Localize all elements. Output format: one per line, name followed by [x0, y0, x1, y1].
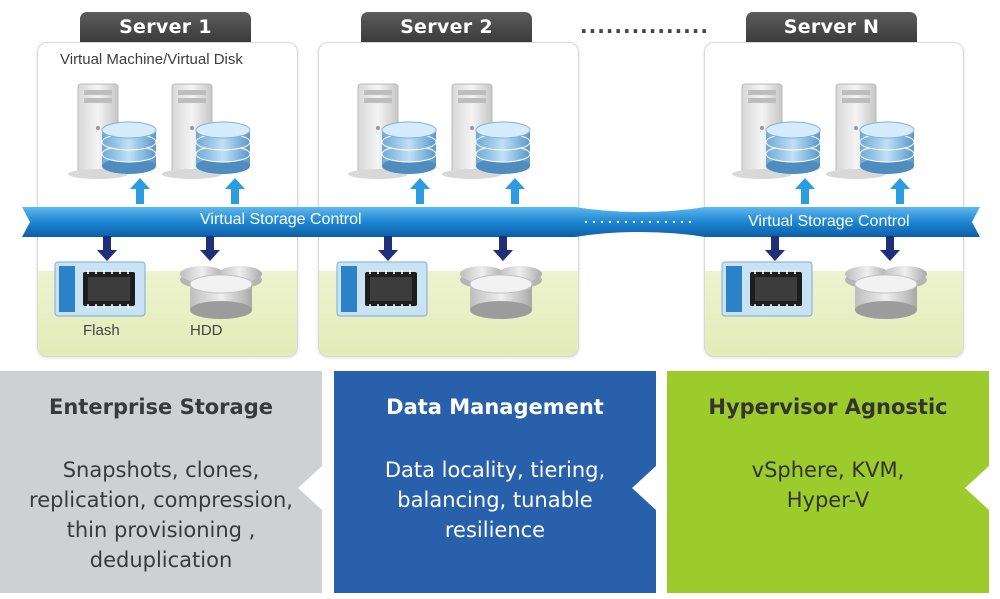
vm-disk-icon: [825, 83, 915, 180]
panel-body: vSphere, KVM, Hyper-V: [751, 458, 905, 512]
panel-body: Snapshots, clones, replication, compress…: [29, 458, 293, 572]
storage-control-label-2: Virtual Storage Control: [748, 213, 910, 230]
arrow-up-icon: [890, 178, 910, 204]
flash-label: Flash: [83, 322, 120, 339]
arrow-up-icon: [225, 178, 245, 204]
arrow-up-icon: [795, 178, 815, 204]
hdd-icon: [179, 265, 263, 320]
server-1-tab: Server 1: [80, 12, 251, 42]
panel-hypervisor-agnostic: Hypervisor Agnostic vSphere, KVM, Hyper-…: [667, 371, 989, 593]
notch-arrow-icon: [632, 466, 656, 510]
vm-disk-icon: [731, 83, 821, 180]
storage-diagram: [22, 83, 980, 320]
server-n-tab: Server N: [746, 12, 917, 42]
arrow-up-icon: [410, 178, 430, 204]
vm-disk-icon: [441, 83, 531, 180]
arrow-down-icon: [493, 236, 513, 261]
panel-title: Hypervisor Agnostic: [708, 395, 948, 419]
panel-data-management: Data Management Data locality, tiering, …: [334, 371, 656, 593]
arrow-down-icon: [765, 236, 785, 261]
hdd-icon: [844, 265, 928, 320]
flash-card-icon: [54, 261, 146, 317]
arrow-down-icon: [97, 236, 117, 261]
panel-title: Enterprise Storage: [49, 395, 273, 419]
arrow-up-icon: [130, 178, 150, 204]
notch-arrow-icon: [298, 466, 322, 510]
server-2-tab: Server 2: [361, 12, 532, 42]
vm-disk-icon: [161, 83, 251, 180]
notch-arrow-icon: [965, 466, 989, 510]
storage-control-label-1: Virtual Storage Control: [200, 211, 362, 228]
servers-ellipsis: ...............: [580, 14, 709, 38]
panel-enterprise-storage: Enterprise Storage Snapshots, clones, re…: [0, 371, 322, 593]
flash-card-icon: [336, 261, 428, 317]
arrow-up-icon: [505, 178, 525, 204]
arrow-down-icon: [200, 236, 220, 261]
vm-disk-icon: [67, 83, 157, 180]
vm-disk-icon: [347, 83, 437, 180]
hdd-label: HDD: [190, 322, 223, 339]
flash-card-icon: [721, 261, 813, 317]
arrow-down-icon: [378, 236, 398, 261]
panel-body: Data locality, tiering, balancing, tunab…: [384, 458, 606, 542]
arrow-down-icon: [880, 236, 900, 261]
hdd-icon: [459, 265, 543, 320]
storage-bus: [22, 207, 980, 237]
vm-disk-label: Virtual Machine/Virtual Disk: [60, 51, 243, 68]
panel-title: Data Management: [386, 395, 604, 419]
